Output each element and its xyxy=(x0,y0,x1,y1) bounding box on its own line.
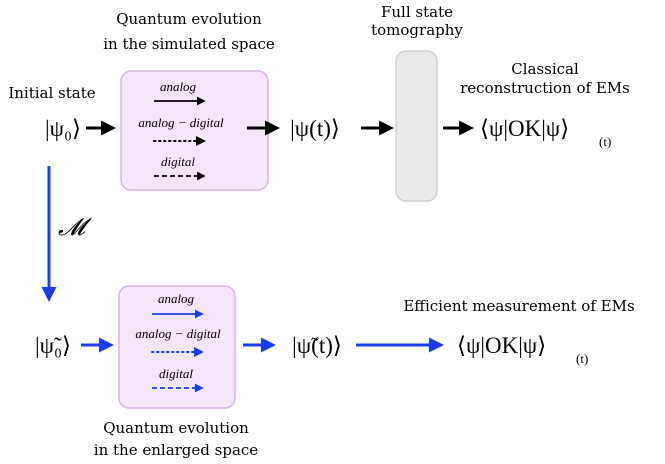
tomography-label-line2: tomography xyxy=(371,21,463,39)
top-box-title-line1: Quantum evolution xyxy=(116,10,262,28)
classical-label-line1: Classical xyxy=(511,60,579,78)
top-expectation-subscript: (t) xyxy=(599,134,611,149)
top-mode-digital: digital xyxy=(161,154,195,169)
bottom-expectation-subscript: (t) xyxy=(576,351,588,366)
bottom-evolution-box xyxy=(118,285,236,409)
top-mode-analog: analog xyxy=(160,79,197,94)
bottom-mode-analog: analog xyxy=(158,291,195,306)
bottom-box-title-line2: in the enlarged space xyxy=(94,441,259,459)
efficient-measurement-label: Efficient measurement of EMs xyxy=(403,297,634,315)
top-initial-ket: |ψ₀⟩ xyxy=(45,116,81,141)
top-mode-analog-digital: analog − digital xyxy=(138,115,224,130)
bottom-box-title-line1: Quantum evolution xyxy=(103,419,249,437)
top-evolved-ket: |ψ(t)⟩ xyxy=(290,116,340,141)
mapping-symbol: 𝓜 xyxy=(58,215,92,241)
bottom-mode-analog-digital: analog − digital xyxy=(135,326,221,341)
bottom-mode-digital: digital xyxy=(159,366,193,381)
initial-state-label: Initial state xyxy=(8,84,95,102)
bottom-evolved-ket: |ψ̃(t)⟩ xyxy=(292,333,342,358)
tomography-box xyxy=(395,50,438,202)
top-box-title-line2: in the simulated space xyxy=(103,35,275,53)
top-expectation: ⟨ψ|OK|ψ⟩ xyxy=(480,116,569,141)
tomography-label-line1: Full state xyxy=(381,3,453,21)
bottom-initial-ket: |ψ̃₀⟩ xyxy=(35,333,71,358)
classical-label-line2: reconstruction of EMs xyxy=(460,79,630,97)
bottom-expectation: ⟨ψ|OK|ψ⟩ xyxy=(457,333,546,358)
